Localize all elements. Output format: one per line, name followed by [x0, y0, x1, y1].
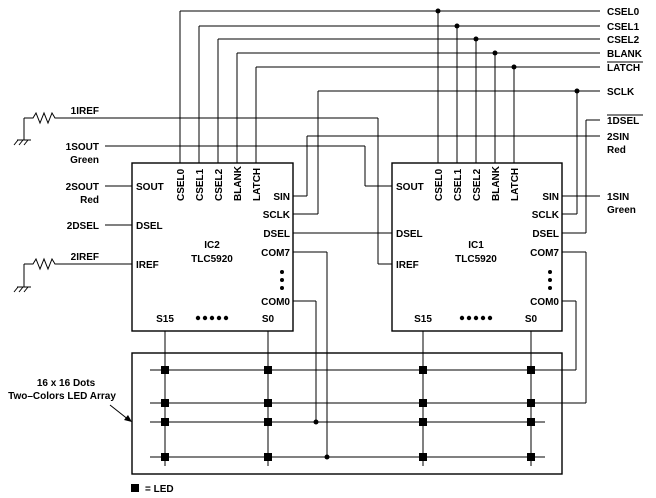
ic1-pin-sin: SIN: [542, 192, 559, 203]
ic1-ellipsis-dots: [459, 270, 552, 321]
label-1sin: 1SIN: [607, 192, 629, 203]
led-array: [131, 352, 563, 475]
led-matrix: [161, 366, 535, 461]
ic1-pin-com0: COM0: [530, 297, 559, 308]
legend-led-icon: [131, 484, 139, 492]
ic2-pin-iref: IREF: [136, 260, 159, 271]
ic2-pin-sclk: SCLK: [263, 210, 291, 221]
ic2-pin-dsel: DSEL: [136, 221, 163, 232]
label-2dsel: 2DSEL: [67, 221, 99, 232]
label-1sout-color: Green: [70, 155, 99, 166]
ic1-part: TLC5920: [455, 254, 497, 265]
ic2-pin-sout: SOUT: [136, 182, 164, 193]
legend: = LED: [131, 484, 174, 495]
ic1-pin-sclk: SCLK: [532, 210, 560, 221]
label-2iref: 2IREF: [71, 252, 99, 263]
ic1-pin-s15: S15: [414, 314, 432, 325]
ic2-pin-latch: LATCH: [252, 168, 263, 201]
label-2sout-color: Red: [80, 195, 99, 206]
label-sclk: SCLK: [607, 87, 635, 98]
ic2-pin-dsel-bar: DSEL: [263, 229, 290, 240]
ic1-pin-dsel-bar: DSEL: [532, 229, 559, 240]
ic2-pin-com7: COM7: [261, 248, 290, 259]
junction-dots: [313, 8, 580, 460]
legend-text: = LED: [145, 484, 174, 495]
ic2-pin-com0: COM0: [261, 297, 290, 308]
ic1-pin-com7: COM7: [530, 248, 559, 259]
ic2-part: TLC5920: [191, 254, 233, 265]
label-blank: BLANK: [607, 49, 643, 60]
ic1-pin-dsel: DSEL: [396, 229, 423, 240]
ic2-pin-sin: SIN: [273, 192, 290, 203]
ic1-pin-blank: BLANK: [491, 165, 502, 201]
ic1-pin-sout: SOUT: [396, 182, 424, 193]
ic2-pin-s15: S15: [156, 314, 174, 325]
ic1-name: IC1: [468, 240, 484, 251]
ic1-top-pins: CSEL0 CSEL1 CSEL2 BLANK LATCH: [434, 165, 521, 201]
label-2sin-color: Red: [607, 145, 626, 156]
ic2-pin-blank: BLANK: [233, 165, 244, 201]
ic1-pin-csel0: CSEL0: [434, 168, 445, 201]
label-2sin: 2SIN: [607, 132, 629, 143]
label-latch: LATCH: [607, 63, 640, 74]
array-label-line2: Two–Colors LED Array: [8, 391, 116, 402]
label-csel0: CSEL0: [607, 7, 640, 18]
ic1-pin-latch: LATCH: [510, 168, 521, 201]
label-1iref: 1IREF: [71, 106, 99, 117]
label-1sin-color: Green: [607, 205, 636, 216]
ic2-ellipsis-dots: [195, 270, 284, 321]
ic2-top-pins: CSEL0 CSEL1 CSEL2 BLANK LATCH: [176, 165, 263, 201]
label-csel1: CSEL1: [607, 22, 640, 33]
ic2-pin-csel0: CSEL0: [176, 168, 187, 201]
ic1-pin-s0: S0: [525, 314, 538, 325]
ic2-name: IC2: [204, 240, 220, 251]
label-1dsel: 1DSEL: [607, 116, 639, 127]
label-1sout: 1SOUT: [66, 142, 99, 153]
ic1-chip: [391, 162, 563, 332]
array-label-line1: 16 x 16 Dots: [37, 378, 96, 389]
ic1-pin-csel1: CSEL1: [453, 168, 464, 201]
ic2-chip: [131, 162, 294, 332]
ic2-pin-csel2: CSEL2: [214, 168, 225, 201]
label-2sout: 2SOUT: [66, 182, 99, 193]
ic2-pin-s0: S0: [262, 314, 275, 325]
ic1-pin-csel2: CSEL2: [472, 168, 483, 201]
ic2-pin-csel1: CSEL1: [195, 168, 206, 201]
ic1-pin-iref: IREF: [396, 260, 419, 271]
label-csel2: CSEL2: [607, 35, 640, 46]
